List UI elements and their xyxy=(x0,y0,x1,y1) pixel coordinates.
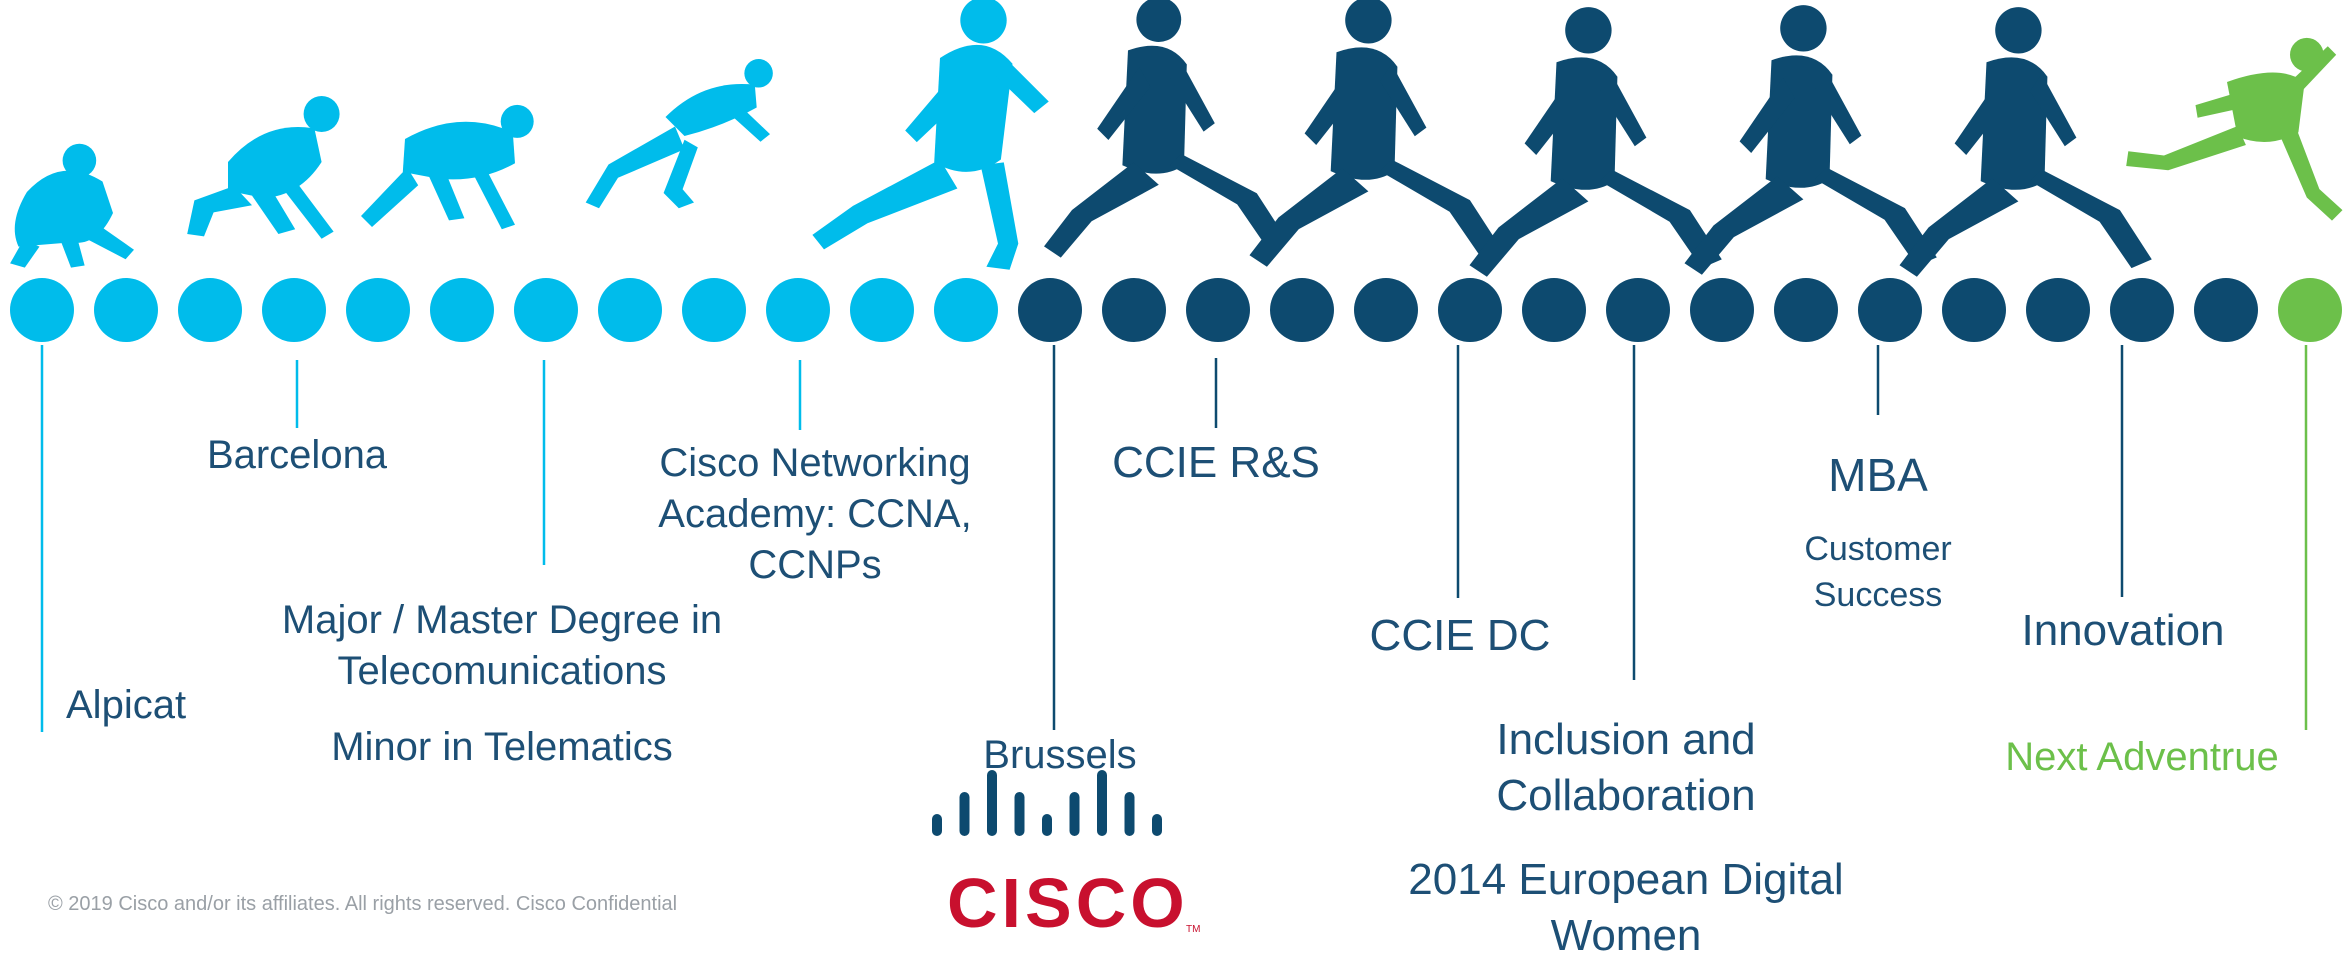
timeline-dots xyxy=(10,278,2342,342)
timeline-dot xyxy=(1774,278,1838,342)
cisco-logo-wordmark: CISCO xyxy=(947,864,1189,942)
cisco-logo-bar xyxy=(1069,792,1080,836)
runner-figure xyxy=(1044,0,1288,258)
cisco-logo-bar xyxy=(1042,814,1052,836)
timeline-dot xyxy=(346,278,410,342)
runner-figure xyxy=(1684,5,1937,275)
cisco-logo-bar xyxy=(1124,792,1135,836)
timeline-dot xyxy=(682,278,746,342)
cisco-logo-bar xyxy=(1097,770,1107,836)
timeline-dot xyxy=(1270,278,1334,342)
timeline-dot xyxy=(850,278,914,342)
rising-figure xyxy=(585,59,773,209)
set-position-figure xyxy=(361,104,534,230)
timeline-dot xyxy=(2194,278,2258,342)
timeline-dot xyxy=(1858,278,1922,342)
label-customer-success: Customer Success xyxy=(1804,530,1952,614)
cisco-logo-bar xyxy=(1014,792,1025,836)
cisco-logo-bar xyxy=(959,792,970,836)
kneeling-figure xyxy=(187,96,340,239)
runners-sequence xyxy=(10,0,2343,277)
timeline-dot xyxy=(1438,278,1502,342)
label-ccie-dc: CCIE DC xyxy=(1369,611,1551,660)
timeline-dot xyxy=(766,278,830,342)
timeline-dot xyxy=(262,278,326,342)
label-alpicat: Alpicat xyxy=(66,683,187,727)
timeline-dot xyxy=(934,278,998,342)
cisco-logo-bar xyxy=(932,814,942,836)
runner-figure xyxy=(1469,7,1722,277)
label-degree: Major / Master Degree in Telecomunicatio… xyxy=(281,598,723,694)
timeline-dot xyxy=(2278,278,2342,342)
timeline-dot xyxy=(1354,278,1418,342)
cisco-logo-bar xyxy=(1152,814,1162,836)
label-brussels: Brussels xyxy=(983,733,1137,777)
label-networking-academy: Cisco Networking Academy: CCNA, CCNPs xyxy=(658,441,972,588)
label-inclusion: Inclusion and Collaboration xyxy=(1496,715,1756,821)
copyright-notice: © 2019 Cisco and/or its affiliates. All … xyxy=(48,893,678,915)
timeline-dot xyxy=(1102,278,1166,342)
timeline-dot xyxy=(514,278,578,342)
cisco-logo-bar xyxy=(987,770,997,836)
timeline-dot xyxy=(1186,278,1250,342)
timeline-dot xyxy=(1942,278,2006,342)
sprinting-figure xyxy=(812,0,1049,270)
label-minor: Minor in Telematics xyxy=(331,725,673,769)
timeline-dot xyxy=(1606,278,1670,342)
timeline-connectors xyxy=(40,345,2308,732)
label-barcelona: Barcelona xyxy=(206,433,388,477)
label-innovation: Innovation xyxy=(2021,606,2225,655)
timeline-dot xyxy=(178,278,242,342)
timeline-dot xyxy=(1690,278,1754,342)
timeline-dot xyxy=(1018,278,1082,342)
label-mba: MBA xyxy=(1828,449,1928,501)
cisco-logo-bars xyxy=(932,770,1162,836)
label-european-digital-women: 2014 European Digital Women xyxy=(1408,855,1844,961)
timeline-dot xyxy=(1522,278,1586,342)
timeline-dot xyxy=(10,278,74,342)
timeline-dot xyxy=(94,278,158,342)
timeline-dot xyxy=(2110,278,2174,342)
leaping-figure xyxy=(2126,37,2343,221)
timeline-dot xyxy=(598,278,662,342)
label-next-adventure: Next Adventrue xyxy=(2005,735,2279,779)
label-ccie-rs: CCIE R&S xyxy=(1112,438,1320,487)
cisco-logo-trademark: TM xyxy=(1186,924,1201,935)
timeline-dot xyxy=(2026,278,2090,342)
crouching-figure xyxy=(10,143,135,268)
timeline-dot xyxy=(430,278,494,342)
runner-figure xyxy=(1249,0,1502,267)
runner-figure xyxy=(1899,7,2152,277)
